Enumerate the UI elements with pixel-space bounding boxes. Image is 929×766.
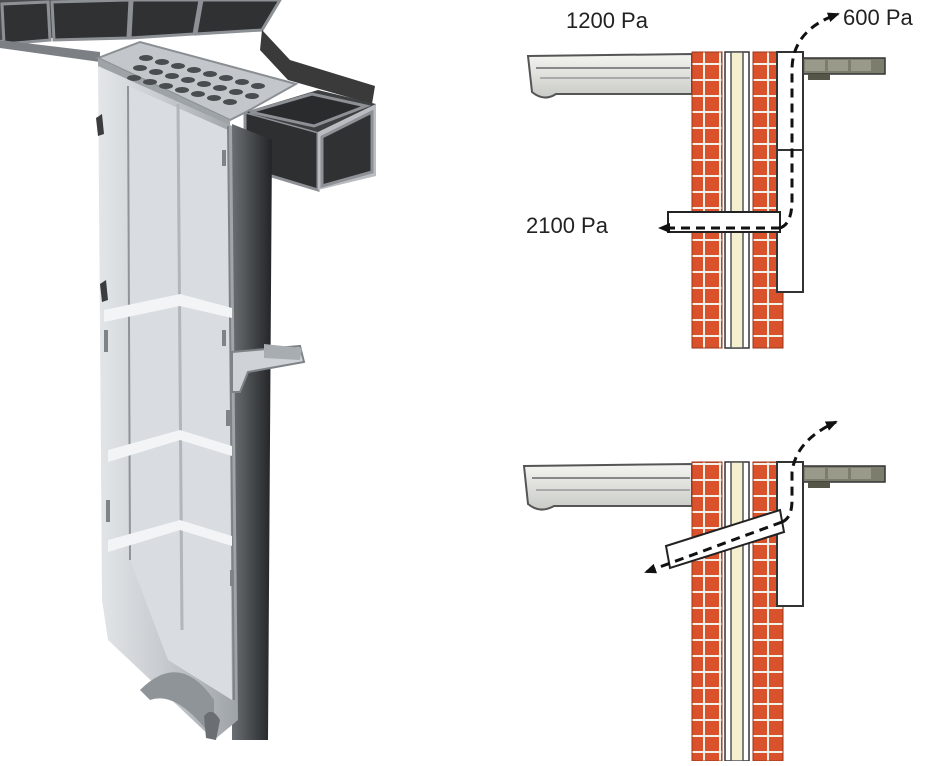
floor-slab-top xyxy=(526,52,693,99)
pressure-label-top-left: 1200 Pa xyxy=(566,8,648,33)
pressure-label-side: 2100 Pa xyxy=(526,213,608,238)
pressure-label-top-right: 600 Pa xyxy=(843,5,913,30)
arrow-right-icon xyxy=(779,12,840,230)
drain-illustration xyxy=(0,0,376,740)
paving-bottom xyxy=(802,465,886,488)
paving-slabs xyxy=(0,0,376,193)
section-top xyxy=(526,12,886,349)
brick-wall-left-top xyxy=(691,51,723,349)
floor-slab-bottom xyxy=(522,462,693,511)
brick-wall-left-bottom xyxy=(691,461,723,762)
vent-channel-top xyxy=(776,51,804,293)
paving-top xyxy=(802,57,886,80)
arrow-down-left-icon xyxy=(644,520,783,574)
section-bottom xyxy=(522,420,886,762)
arrow-up-right-icon xyxy=(781,420,838,524)
vent-channel-bottom xyxy=(776,461,804,607)
drain-channel xyxy=(96,66,306,740)
